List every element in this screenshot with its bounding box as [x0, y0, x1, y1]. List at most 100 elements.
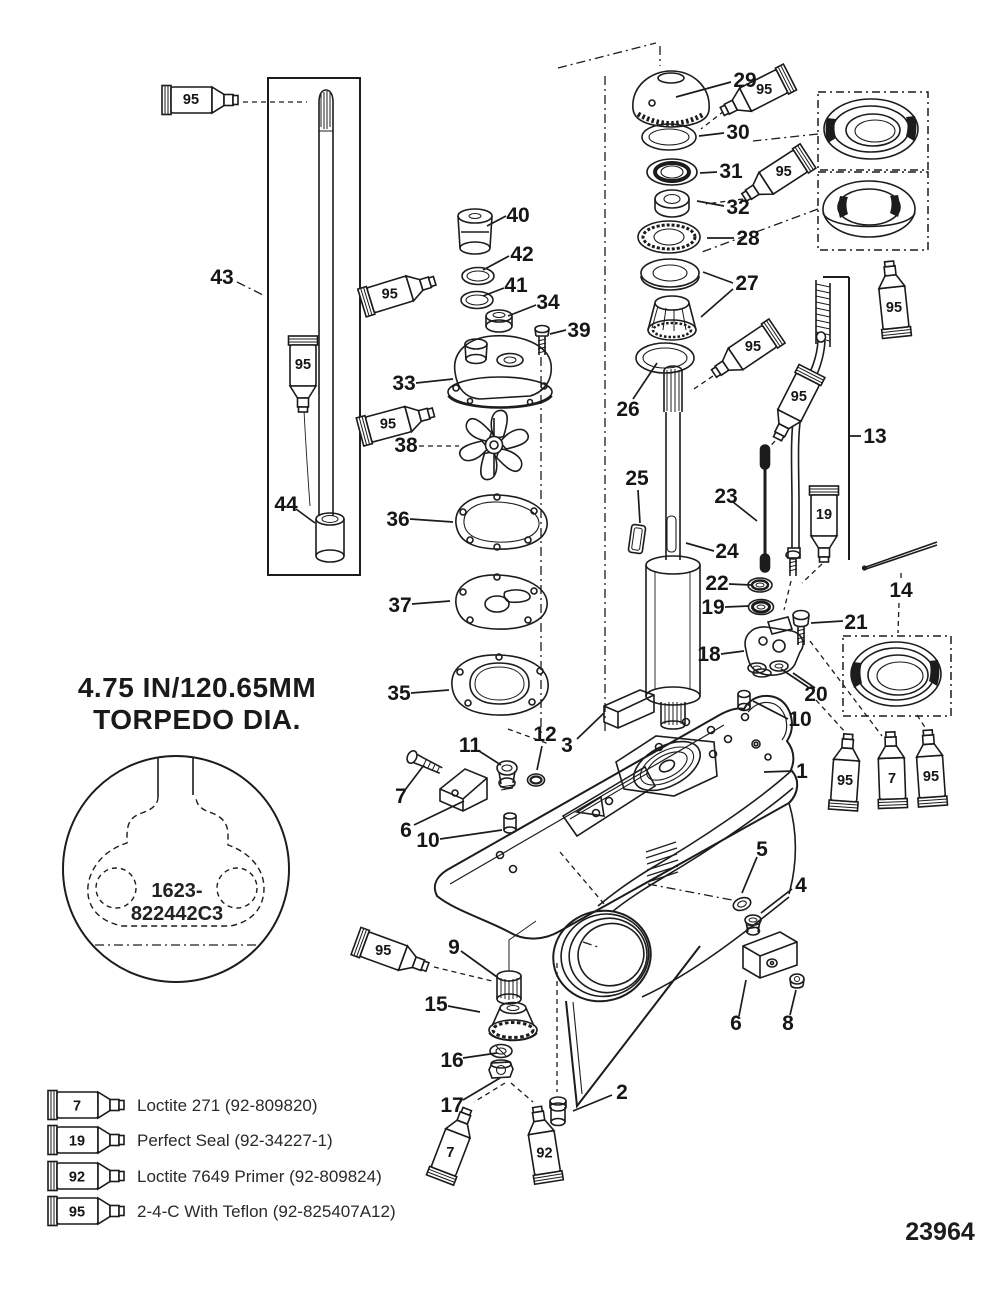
callout-29: 29 — [733, 69, 756, 92]
part-35-pump-base — [451, 653, 549, 716]
sealant-tube-95: 95 — [735, 143, 817, 211]
sealant-tube-number: 95 — [756, 82, 772, 98]
part-33-water-pump-body — [447, 334, 553, 409]
part-11-plug — [496, 760, 518, 791]
sealant-tube-19: 19 — [808, 485, 840, 563]
torpedo-detail-circle — [62, 755, 290, 983]
sealant-tube-number: 95 — [382, 287, 398, 303]
callout-7: 7 — [395, 785, 407, 808]
callout-35: 35 — [387, 682, 411, 705]
part-44-bushing — [315, 512, 345, 563]
legend-item-loctite-271: 7 Loctite 271 (92-809820) — [47, 1089, 318, 1121]
callout-9: 9 — [448, 936, 460, 959]
legend-item-perfect-seal: 19 Perfect Seal (92-34227-1) — [47, 1124, 333, 1156]
diagram-linework — [62, 42, 952, 1127]
part-23-shift-shaft — [759, 444, 771, 573]
legend-item-2-4-c-teflon: 95 2-4-C With Teflon (92-825407A12) — [47, 1195, 396, 1227]
torpedo-note-line1: 4.75 IN/120.65MM — [78, 672, 316, 703]
callout-24: 24 — [715, 540, 739, 563]
part-number-callouts: 2930313228272625232422191821201314101312… — [210, 69, 913, 1117]
callout-32: 32 — [726, 196, 749, 219]
part-34-cap — [485, 309, 513, 333]
part-1-gear-housing — [433, 694, 799, 1109]
part-12-washer — [526, 773, 546, 787]
part-14-needle — [861, 541, 938, 571]
callout-40: 40 — [506, 204, 529, 227]
sealant-tube-number: 19 — [816, 507, 832, 523]
part-21-screw — [792, 609, 810, 645]
legend-item-loctite-primer: 92 Loctite 7649 Primer (92-809824) — [47, 1160, 382, 1192]
bearing-race-box-top — [817, 91, 929, 171]
callout-39: 39 — [567, 319, 590, 342]
sealant-tube-95: 95 — [912, 728, 949, 808]
sealant-tube-number: 95 — [886, 300, 902, 316]
legend-label: 2-4-C With Teflon (92-825407A12) — [137, 1202, 396, 1221]
callout-31: 31 — [719, 160, 743, 183]
part-6-anode-right — [742, 931, 798, 979]
part-18-shift-cam — [744, 616, 804, 678]
part-10-pin-left — [503, 812, 517, 834]
part-37-face-plate — [455, 573, 548, 630]
part-39-screw — [534, 324, 550, 355]
part-10-pin-right — [737, 689, 751, 712]
sealant-tube-95: 95 — [356, 266, 440, 318]
sealant-tube-7: 7 — [875, 730, 909, 810]
sealant-tube-number: 95 — [380, 416, 396, 432]
part-27-tapered-bearing — [640, 258, 700, 341]
legend-tube-number: 95 — [69, 1205, 85, 1221]
callout-10: 10 — [788, 708, 811, 731]
sealant-tube-95: 95 — [714, 63, 798, 126]
callout-34: 34 — [536, 291, 560, 314]
torpedo-note-line2: TORPEDO DIA. — [93, 704, 301, 735]
callout-30: 30 — [726, 121, 749, 144]
callout-27: 27 — [735, 272, 758, 295]
part-5-washer — [732, 896, 752, 912]
sealant-tube-number: 7 — [446, 1145, 454, 1161]
part-19-seal-washer — [747, 598, 775, 616]
part-4-fill-plug — [744, 914, 762, 936]
sealant-tube-number: 95 — [183, 92, 199, 108]
part-25-key — [627, 523, 647, 555]
sealant-tube-7: 7 — [425, 1103, 482, 1186]
sealant-tube-95: 95 — [350, 926, 434, 982]
callout-38: 38 — [394, 434, 418, 457]
callout-1: 1 — [796, 760, 808, 783]
sealant-tube-95: 95 — [161, 84, 239, 116]
part-15-pinion-gear — [488, 1001, 538, 1042]
callout-12: 12 — [533, 723, 556, 746]
callout-41: 41 — [504, 274, 528, 297]
part-31-bearing — [646, 158, 698, 186]
sealant-tube-92: 92 — [521, 1103, 565, 1186]
sealant-tube-number: 95 — [375, 943, 391, 959]
bearing-race-box-mid — [817, 171, 929, 251]
sealant-tube-number: 7 — [888, 771, 896, 787]
part-28-bearing — [637, 220, 701, 254]
sealant-tube-95: 95 — [287, 335, 319, 413]
part-40-bushing — [457, 208, 493, 255]
callout-6: 6 — [730, 1012, 742, 1035]
callout-18: 18 — [697, 643, 721, 666]
sealant-tube-95: 95 — [355, 397, 438, 447]
sealant-tube-number: 95 — [776, 164, 792, 180]
callout-28: 28 — [736, 227, 760, 250]
part-2-drain-plug — [549, 1096, 567, 1127]
sealant-tube-number: 95 — [837, 773, 853, 789]
callout-25: 25 — [625, 467, 649, 490]
part-38-impeller — [458, 409, 530, 481]
part-9-bearing — [496, 920, 537, 1005]
sealant-tube-number: 95 — [295, 357, 311, 373]
legend-label: Perfect Seal (92-34227-1) — [137, 1131, 333, 1150]
callout-10: 10 — [416, 829, 439, 852]
part-20-washers — [747, 660, 789, 674]
callout-33: 33 — [392, 372, 415, 395]
callout-26: 26 — [616, 398, 639, 421]
callout-37: 37 — [388, 594, 411, 617]
callout-42: 42 — [510, 243, 533, 266]
part-8-nut — [789, 973, 805, 989]
part-29-bearing-cap — [632, 70, 710, 128]
callout-5: 5 — [756, 838, 768, 861]
part-7-bolt — [406, 750, 443, 774]
